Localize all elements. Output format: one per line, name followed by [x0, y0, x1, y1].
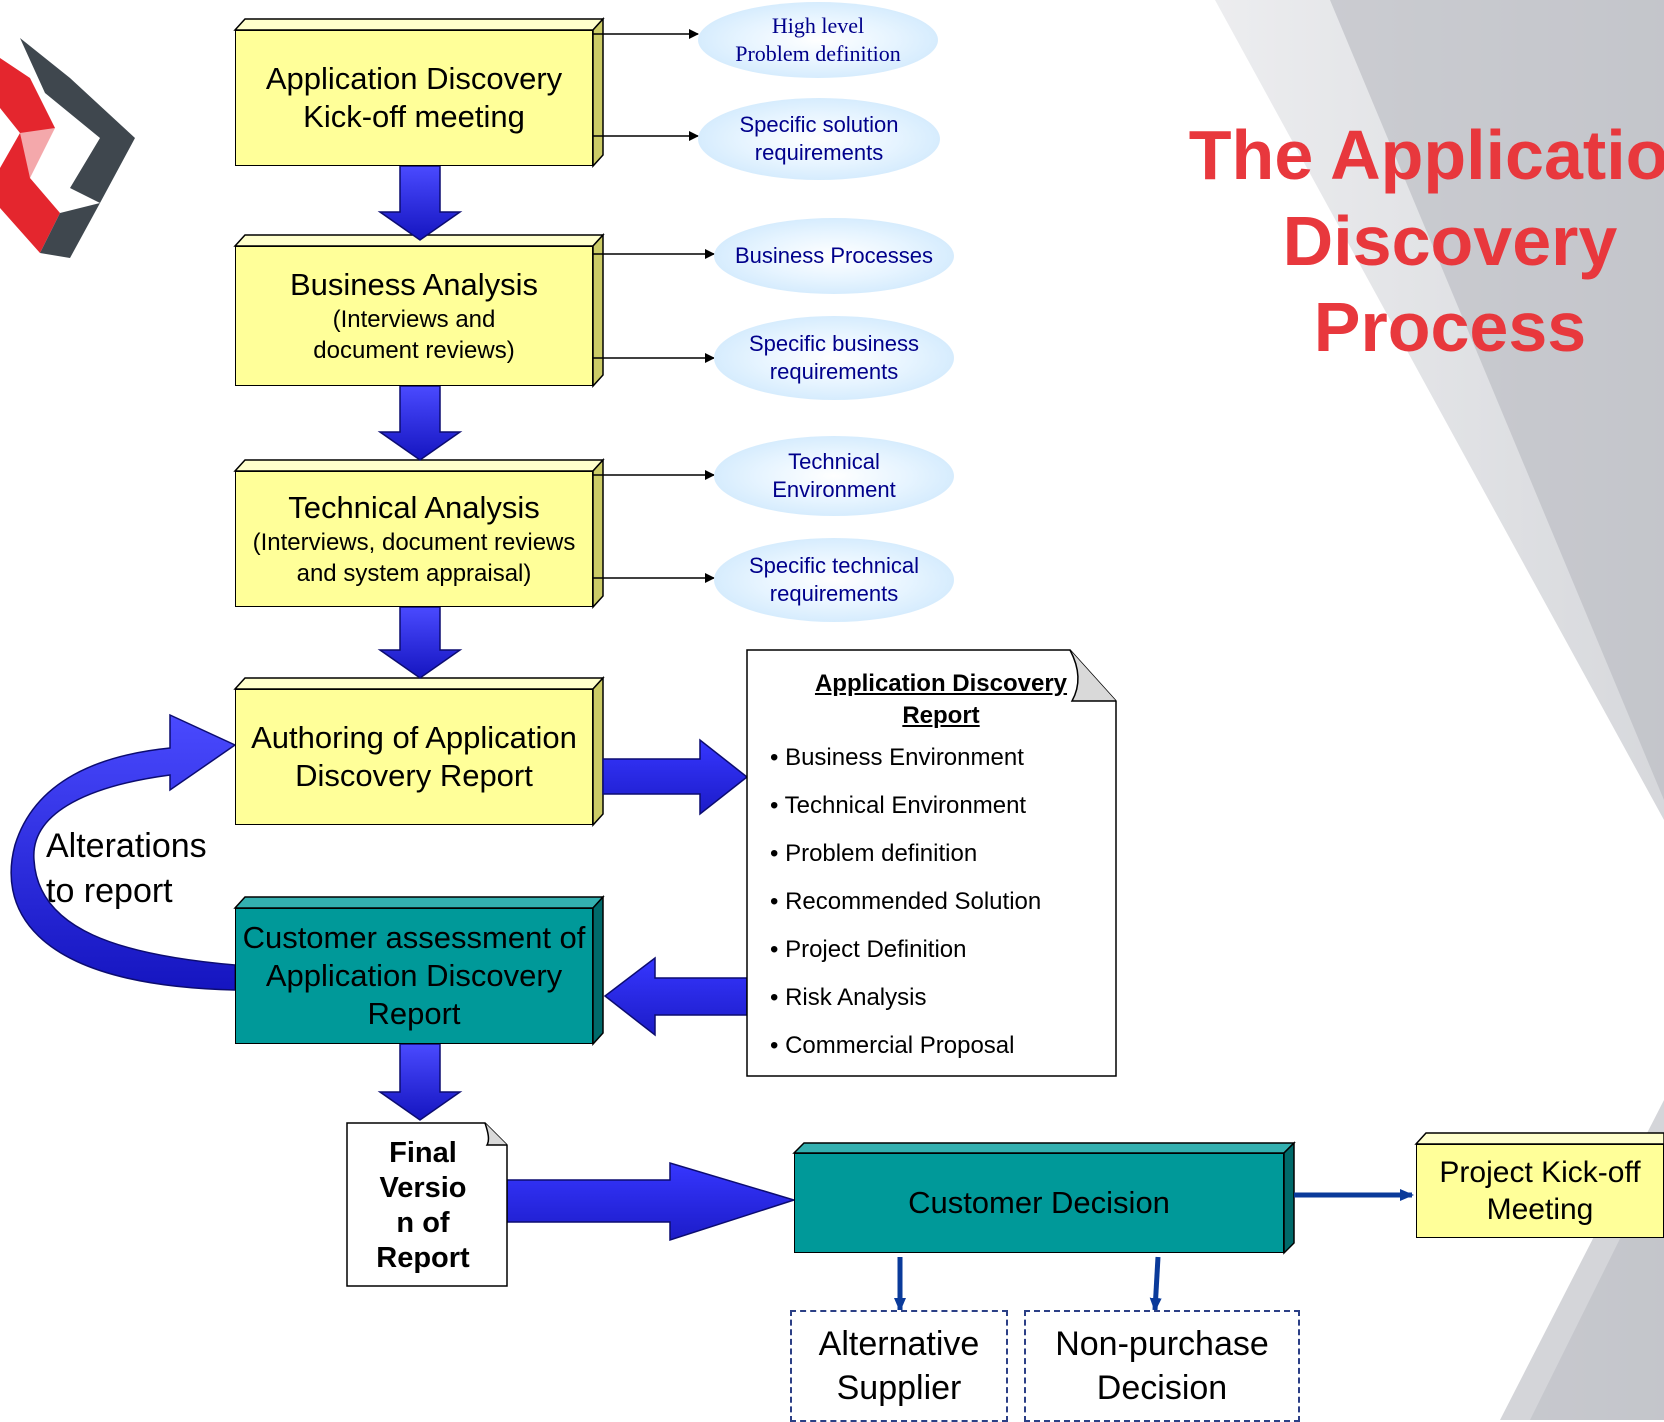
final-report-line: Final: [389, 1137, 457, 1169]
output-label: requirements: [769, 359, 899, 384]
kickoff-label: Project Kick-off: [1439, 1156, 1641, 1189]
step-business-analysis: Business Analysis (Interviews and docume…: [235, 246, 593, 386]
step-technical-analysis: Technical Analysis (Interviews, document…: [235, 471, 593, 607]
report-item-text: Technical Environment: [784, 792, 1027, 819]
step-sublabel: (Interviews, document reviews: [252, 529, 576, 556]
output-solution-requirements: Specific solution requirements: [698, 98, 940, 180]
output-label: Environment: [772, 477, 896, 502]
final-report-document: Final Versio n of Report: [347, 1136, 499, 1276]
step-label: Application Discovery: [265, 61, 563, 96]
output-label: requirements: [754, 140, 884, 165]
customer-decision-box: Customer Decision: [794, 1153, 1284, 1253]
outcome-label: Non-purchase: [1055, 1325, 1269, 1363]
final-report-line: Versio: [379, 1172, 467, 1204]
step-authoring-report: Authoring of Application Discovery Repor…: [235, 689, 593, 825]
outcome-non-purchase: Non-purchase Decision: [1024, 1310, 1300, 1422]
report-item: • Recommended Solution: [770, 888, 1042, 915]
alterations-line: Alterations: [46, 827, 207, 865]
outcome-label: Alternative: [818, 1325, 980, 1363]
step-label: Technical Analysis: [288, 490, 540, 525]
title-line: Process: [1313, 288, 1587, 366]
output-technical-requirements: Specific technical requirements: [714, 538, 954, 622]
title-line: The Application: [1188, 116, 1664, 194]
alterations-label: Alterations to report: [46, 824, 207, 914]
output-business-requirements: Specific business requirements: [714, 316, 954, 400]
report-item-text: Recommended Solution: [785, 888, 1042, 915]
kickoff-label: Meeting: [1486, 1193, 1594, 1226]
step-label: Application Discovery: [265, 958, 563, 993]
step-label: Customer assessment of: [242, 920, 586, 955]
output-technical-environment: Technical Environment: [714, 436, 954, 516]
outcome-label: Decision: [1096, 1369, 1228, 1407]
step-label: Business Analysis: [289, 267, 539, 302]
step-label: Authoring of Application: [251, 720, 577, 755]
step-label: Discovery Report: [295, 758, 533, 793]
report-item-text: Business Environment: [785, 744, 1024, 771]
report-title-line: Application Discovery: [814, 670, 1068, 697]
report-item: • Business Environment: [770, 744, 1024, 771]
output-problem-definition: High level Problem definition: [698, 2, 938, 78]
output-label: High level: [771, 13, 865, 38]
step-sublabel: document reviews): [313, 337, 515, 364]
outcome-label: Supplier: [836, 1369, 962, 1407]
output-label: Specific technical: [749, 553, 919, 578]
report-item: • Commercial Proposal: [770, 1032, 1015, 1059]
report-item: • Problem definition: [770, 840, 978, 867]
report-title-line: Report: [902, 702, 980, 729]
output-label: requirements: [769, 581, 899, 606]
output-label: Business Processes: [734, 243, 934, 268]
alterations-line: to report: [46, 872, 173, 910]
report-item-text: Risk Analysis: [785, 984, 927, 1011]
project-kickoff-box: Project Kick-off Meeting: [1416, 1144, 1664, 1238]
report-document: Application Discovery Report • Business …: [766, 668, 1116, 1070]
title-line: Discovery: [1282, 202, 1618, 280]
report-item: • Risk Analysis: [770, 984, 927, 1011]
step-label: Report: [367, 996, 461, 1031]
report-title: Application Discovery Report: [776, 668, 1106, 732]
company-logo: [0, 38, 135, 258]
step-sublabel: and system appraisal): [296, 560, 532, 587]
output-label: Problem definition: [735, 41, 901, 66]
output-label: Technical: [788, 449, 880, 474]
report-item-text: Project Definition: [785, 936, 967, 963]
output-business-processes: Business Processes: [714, 218, 954, 294]
page-title: The Application Discovery Process: [1130, 112, 1664, 370]
output-label: Specific business: [749, 331, 919, 356]
decision-label: Customer Decision: [908, 1185, 1170, 1220]
step-label: Kick-off meeting: [303, 99, 525, 134]
step-kickoff-meeting: Application Discovery Kick-off meeting: [235, 30, 593, 166]
step-customer-assessment: Customer assessment of Application Disco…: [235, 908, 593, 1044]
report-item: • Project Definition: [770, 936, 967, 963]
report-item-text: Problem definition: [785, 840, 978, 867]
final-report-line: Report: [376, 1242, 470, 1274]
report-item: • Technical Environment: [770, 792, 1027, 819]
report-item-text: Commercial Proposal: [785, 1032, 1015, 1059]
outcome-alternative-supplier: Alternative Supplier: [790, 1310, 1008, 1422]
output-label: Specific solution: [739, 112, 899, 137]
step-sublabel: (Interviews and: [332, 306, 496, 333]
final-report-line: n of: [396, 1207, 450, 1239]
